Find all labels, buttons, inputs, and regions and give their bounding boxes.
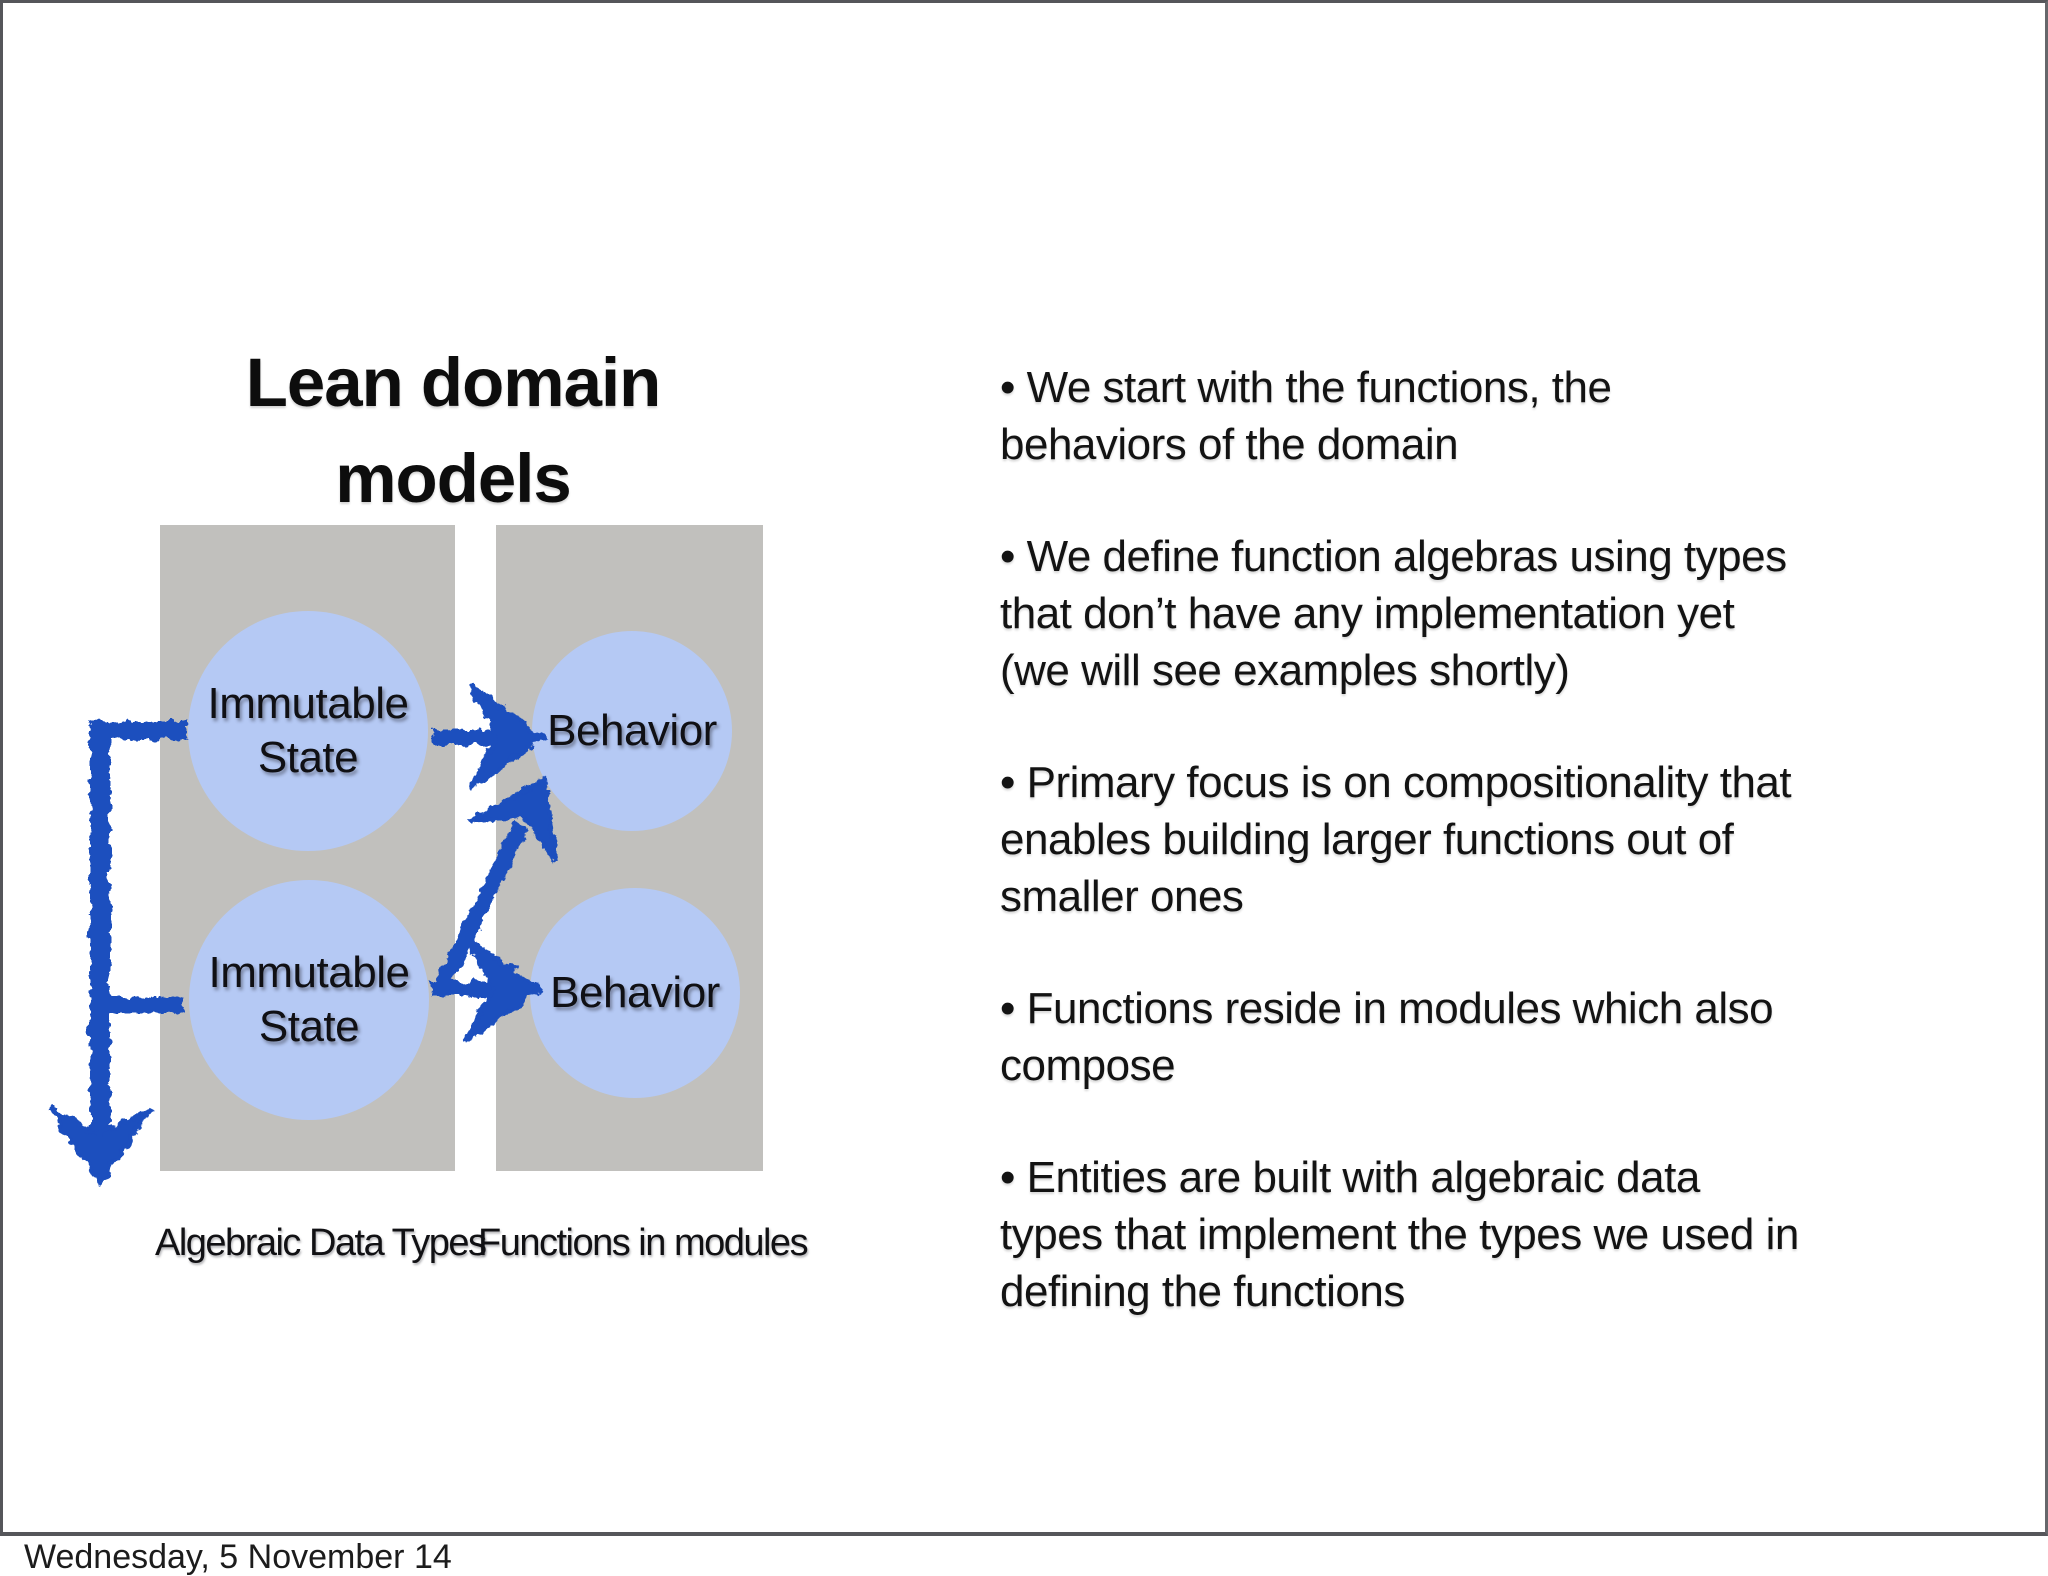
bullet-line: defining the functions <box>1000 1267 1405 1316</box>
bullet-line: types that implement the types we used i… <box>1000 1210 1799 1259</box>
node-label: Behavior <box>550 968 720 1017</box>
node-label: Immutable <box>207 679 409 728</box>
bullet-line: (we will see examples shortly) <box>1000 646 1570 695</box>
bullet-item: • We define function algebras using type… <box>1000 528 1960 699</box>
bullet-line: • Functions reside in modules which also <box>1000 984 1774 1033</box>
bullet-list: • We start with the functions, the behav… <box>1000 359 1960 1375</box>
behavior-node: Behavior <box>532 631 732 831</box>
node-label: Immutable <box>208 948 410 997</box>
footer-date: Wednesday, 5 November 14 <box>24 1538 452 1576</box>
column-label-functions: Functions in modules <box>478 1222 809 1264</box>
slide-canvas: Lean domain models Immutable State Immut… <box>0 0 2048 1536</box>
bullet-line: behaviors of the domain <box>1000 420 1459 469</box>
bullet-item: • Primary focus is on compositionality t… <box>1000 754 1960 925</box>
bullet-item: • Entities are built with algebraic data… <box>1000 1149 1960 1320</box>
immutable-state-node: Immutable State <box>189 880 429 1120</box>
bullet-line: smaller ones <box>1000 872 1244 921</box>
bullet-item: • Functions reside in modules which also… <box>1000 980 1960 1094</box>
bullet-line: that don’t have any implementation yet <box>1000 589 1735 638</box>
bullet-line: • We start with the functions, the <box>1000 363 1612 412</box>
bullet-line: compose <box>1000 1041 1176 1090</box>
bullet-line: • Entities are built with algebraic data <box>1000 1153 1700 1202</box>
node-label: Behavior <box>547 706 717 755</box>
bullet-line: enables building larger functions out of <box>1000 815 1734 864</box>
column-label-adt: Algebraic Data Types <box>155 1222 487 1264</box>
bullet-line: • Primary focus is on compositionality t… <box>1000 758 1792 807</box>
immutable-state-node: Immutable State <box>188 611 428 851</box>
bullet-item: • We start with the functions, the behav… <box>1000 359 1960 473</box>
node-label: State <box>257 733 359 782</box>
slide-footer: Wednesday, 5 November 14 <box>0 1536 2048 1576</box>
slide-title-line: models <box>335 440 572 517</box>
slide-title: Lean domain models <box>63 335 843 527</box>
behavior-node: Behavior <box>530 888 740 1098</box>
node-label: State <box>258 1002 360 1051</box>
slide-title-line: Lean domain <box>245 344 662 421</box>
bullet-line: • We define function algebras using type… <box>1000 532 1787 581</box>
